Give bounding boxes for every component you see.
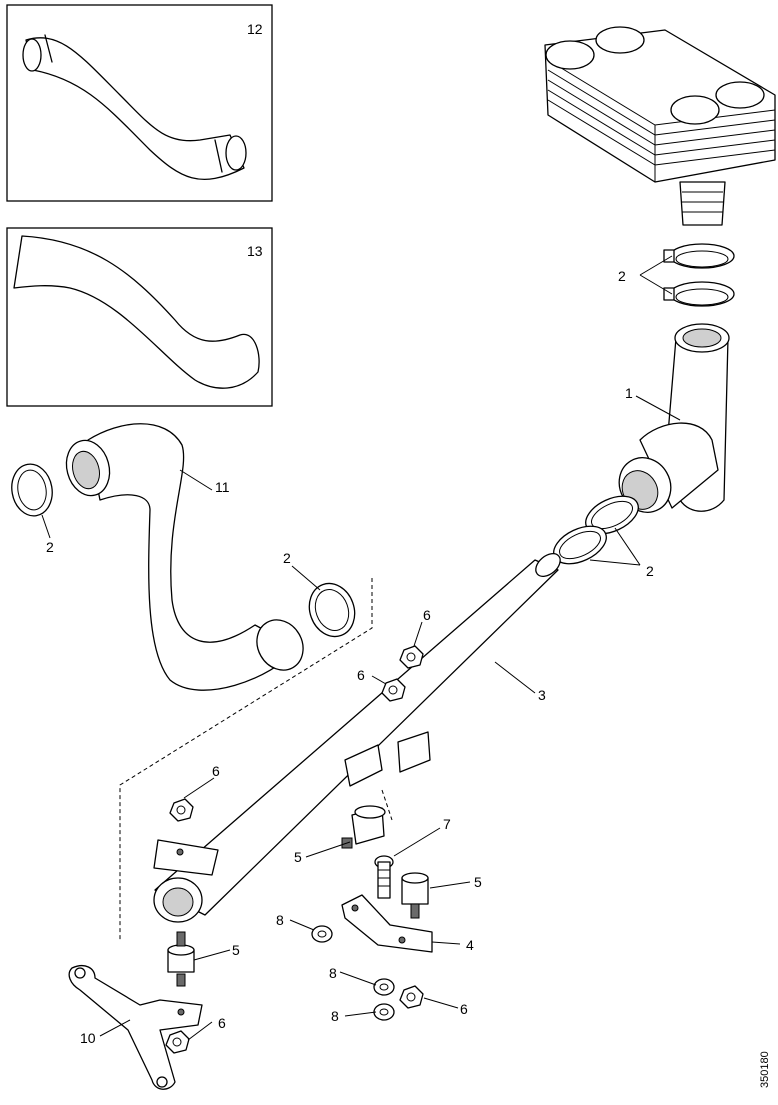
callout-4: 4 bbox=[466, 937, 474, 953]
hose-11 bbox=[65, 423, 304, 691]
callout-2-left: 2 bbox=[46, 539, 54, 555]
callout-8-c: 8 bbox=[331, 1008, 339, 1024]
callout-2-upper: 2 bbox=[618, 268, 626, 284]
clamp-upper-b bbox=[663, 281, 735, 307]
callout-6-d: 6 bbox=[460, 1001, 468, 1017]
callout-6-c: 6 bbox=[212, 763, 220, 779]
inset-13-label: 13 bbox=[247, 243, 263, 259]
rubber-mount-left bbox=[167, 931, 195, 987]
callout-6-e: 6 bbox=[218, 1015, 226, 1031]
clamp-lower-mid bbox=[308, 582, 356, 638]
bracket-10 bbox=[68, 964, 203, 1090]
clamp-mid-b bbox=[553, 525, 607, 565]
callout-5-right: 5 bbox=[474, 874, 482, 890]
callout-5-center: 5 bbox=[294, 849, 302, 865]
inset-13-hose bbox=[13, 235, 260, 389]
callout-11: 11 bbox=[215, 479, 230, 495]
nut-6-a bbox=[399, 645, 424, 669]
rubber-mount-center bbox=[341, 805, 386, 849]
callout-7: 7 bbox=[443, 816, 451, 832]
pipe-1-tee bbox=[618, 323, 730, 513]
nut-6-e bbox=[165, 1030, 190, 1054]
rubber-mount-right bbox=[401, 872, 429, 919]
inset-12-label: 12 bbox=[247, 21, 263, 37]
leader-lines bbox=[41, 255, 681, 1041]
washer-8-b bbox=[373, 978, 395, 996]
washer-8-c bbox=[373, 1003, 395, 1021]
callout-2-lower: 2 bbox=[283, 550, 291, 566]
drawing-number: 350180 bbox=[759, 1051, 771, 1088]
callout-1: 1 bbox=[625, 385, 633, 401]
callout-8-a: 8 bbox=[276, 912, 284, 928]
oil-cooler bbox=[544, 26, 776, 226]
pipe-3-long bbox=[153, 553, 561, 923]
callout-8-b: 8 bbox=[329, 965, 337, 981]
nut-6-c bbox=[169, 798, 194, 822]
nut-6-b bbox=[381, 678, 406, 702]
clamp-upper-a bbox=[663, 243, 735, 269]
callout-6-b: 6 bbox=[357, 667, 365, 683]
callout-6-a: 6 bbox=[423, 607, 431, 623]
callout-10: 10 bbox=[80, 1030, 96, 1046]
nut-6-d bbox=[399, 985, 424, 1009]
callout-5-left: 5 bbox=[232, 942, 240, 958]
inset-12-hose bbox=[22, 34, 247, 181]
callout-labels: 1 2 2 2 2 3 4 5 5 5 6 6 6 6 6 7 8 8 8 10… bbox=[46, 268, 654, 1046]
inset-12: 12 bbox=[6, 4, 273, 202]
clamp-left bbox=[11, 463, 53, 517]
inset-13: 13 bbox=[6, 227, 273, 407]
assembly-guide-lines bbox=[119, 578, 393, 940]
bolt-7 bbox=[374, 855, 394, 899]
callout-2-mid: 2 bbox=[646, 563, 654, 579]
callout-3: 3 bbox=[538, 687, 546, 703]
washer-8-a bbox=[311, 925, 333, 943]
